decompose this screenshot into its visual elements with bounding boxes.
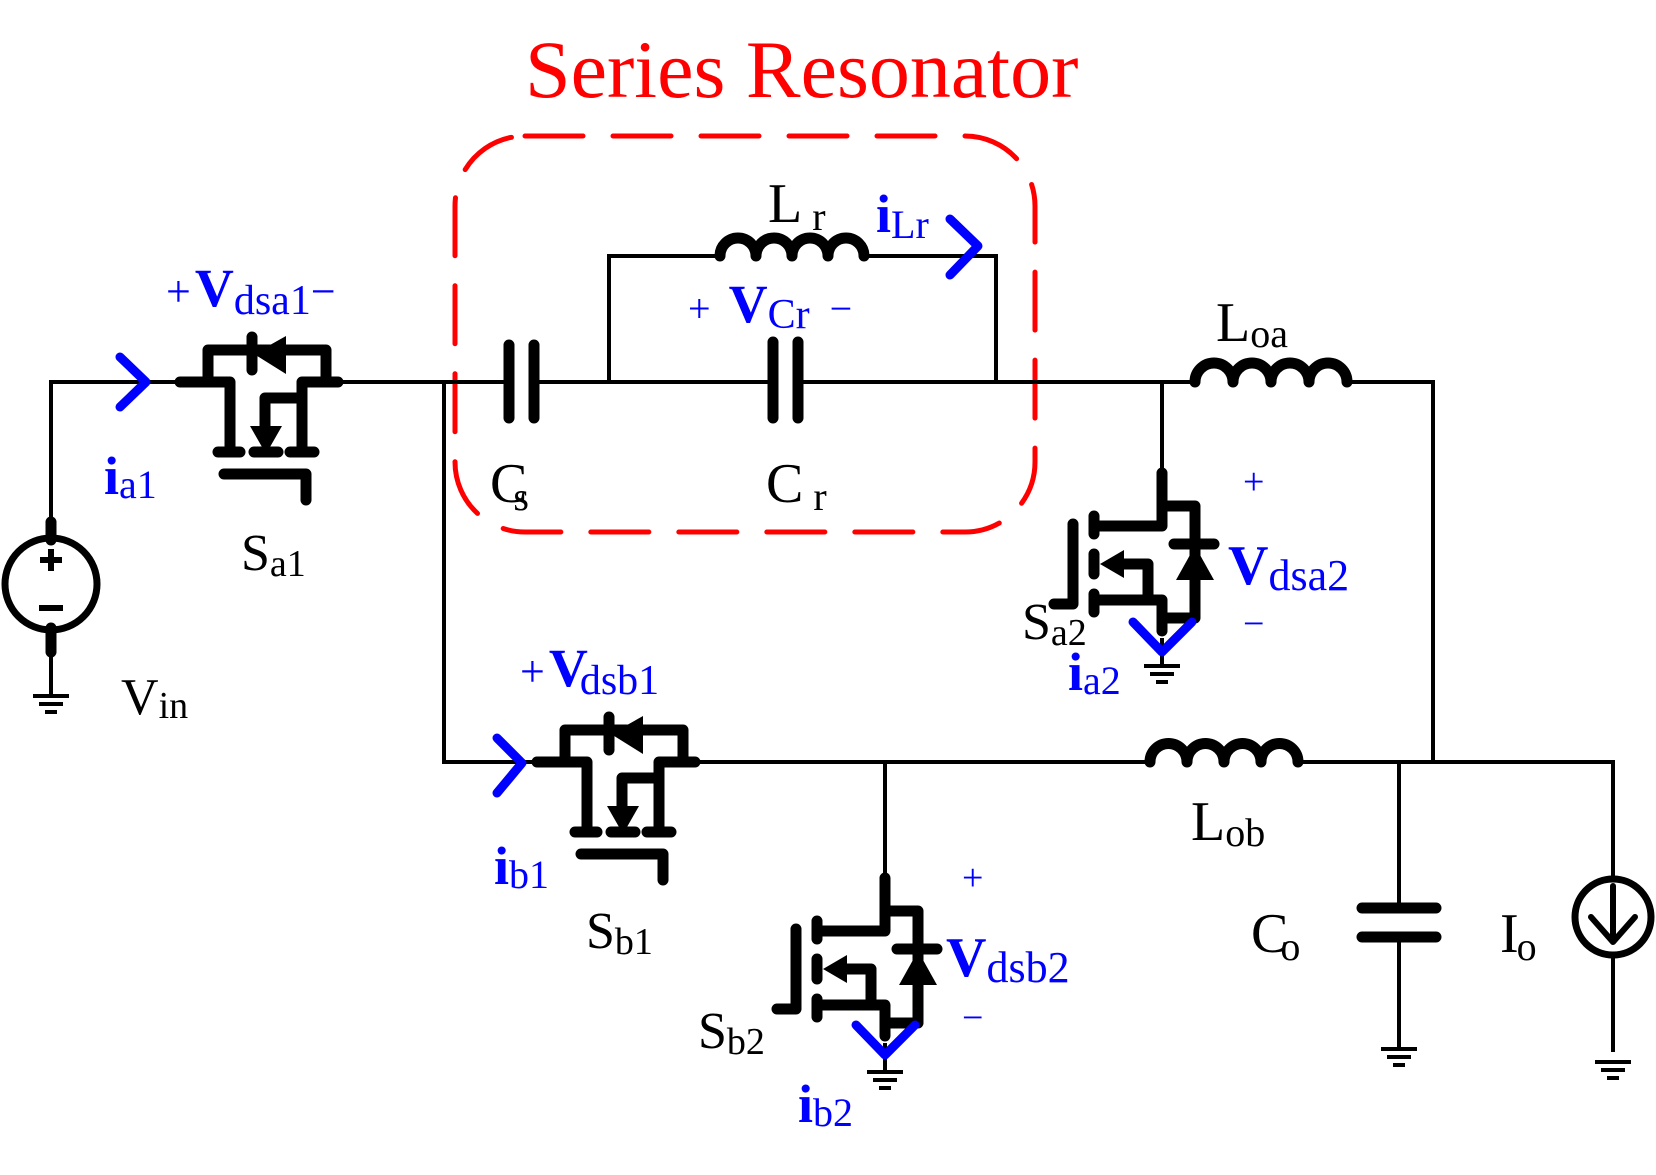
current-arrow-ia1-icon: [115, 352, 151, 412]
switch-sb1: [537, 716, 695, 880]
lob-label: Lob: [1191, 791, 1265, 855]
ground-icon: [31, 694, 71, 714]
inductor-lr: [714, 232, 870, 262]
capacitor-co: [1356, 902, 1442, 943]
current-arrow-ilr-icon: [945, 214, 983, 280]
vdsb1-label: +Vdsb1: [520, 638, 659, 704]
ground-icon: [1379, 1047, 1419, 1067]
capacitor-cs: [503, 339, 540, 424]
ib2-label: ib2: [798, 1074, 853, 1135]
ilr-label: iLr: [876, 184, 929, 247]
switch-sa2: [1054, 473, 1214, 631]
vdsa1-label: +Vdsa1−: [166, 258, 336, 324]
ground-icon: [1593, 1060, 1633, 1080]
current-arrow-ib1-icon: [492, 733, 527, 798]
vin-label: Vin: [121, 669, 188, 727]
switch-sa1: [180, 336, 338, 500]
ib1-label: ib1: [494, 836, 549, 897]
vdsb2-label: Vdsb2: [946, 927, 1070, 992]
sb2-label: Sb2: [698, 1003, 765, 1063]
ground-icon: [1142, 664, 1182, 684]
sb1-label: Sb1: [586, 903, 653, 963]
vdsb2-minus: −: [962, 997, 983, 1039]
inductor-loa: [1189, 357, 1353, 388]
vcr-label: +VCr−: [688, 274, 852, 338]
vdsa2-plus: +: [1243, 461, 1264, 503]
sa1-label: Sa1: [241, 525, 306, 585]
series-resonator-title: Series Resonator: [525, 24, 1078, 115]
output-current-source: [1571, 875, 1655, 959]
current-arrow-ia2-icon: [1128, 617, 1197, 657]
io-label: Io: [1500, 903, 1537, 969]
vdsa2-label: Vdsa2: [1228, 535, 1349, 600]
switch-sb2: [777, 878, 937, 1036]
loa-label: Loa: [1216, 292, 1288, 356]
ia1-label: ia1: [104, 446, 157, 507]
wires: [49, 254, 1615, 1070]
series-resonator-box: [452, 133, 1038, 535]
inductor-lob: [1144, 738, 1304, 768]
co-label: Co: [1251, 903, 1300, 969]
ia2-label: ia2: [1068, 642, 1121, 703]
ground-icon: [865, 1070, 905, 1090]
capacitor-cr: [767, 336, 804, 424]
sa2-label: Sa2: [1022, 594, 1087, 654]
input-voltage-source: [1, 516, 101, 658]
vdsa2-minus: −: [1243, 603, 1264, 645]
current-arrow-ib2-icon: [851, 1020, 920, 1060]
cs-label: Cs: [490, 453, 529, 519]
vdsb2-plus: +: [962, 857, 983, 899]
